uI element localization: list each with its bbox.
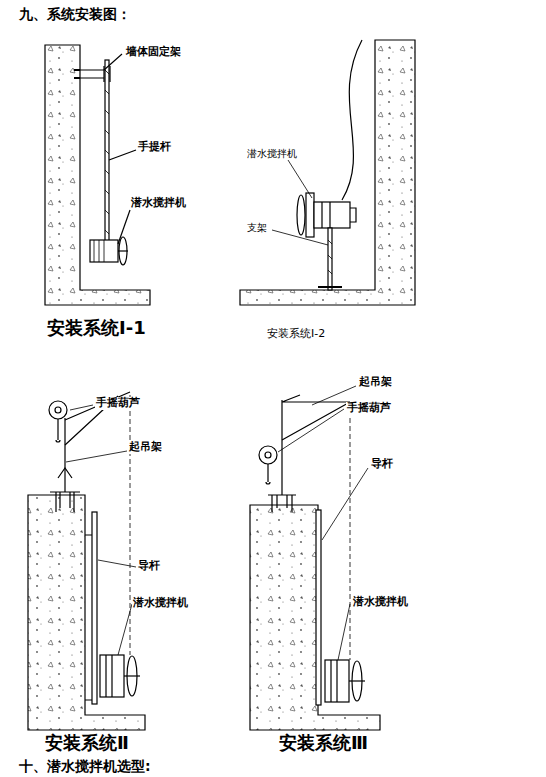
figure-caption: 安装系统Ⅰ-2 <box>266 328 326 341</box>
figure-caption: 安装系统Ⅲ <box>278 733 369 754</box>
part-label: 手摇葫芦 <box>95 397 141 410</box>
section-heading: 九、系统安装图： <box>18 6 132 22</box>
part-label: 导杆 <box>137 560 161 573</box>
part-label: 墙体固定架 <box>125 46 182 59</box>
part-label: 手提杆 <box>137 141 172 154</box>
figure-caption: 安装系统Ⅱ <box>44 733 130 754</box>
part-label: 潜水搅拌机 <box>130 197 187 210</box>
part-label: 潜水搅拌机 <box>246 148 298 160</box>
part-label: 起吊架 <box>128 441 163 454</box>
part-label: 潜水搅拌机 <box>132 597 189 610</box>
part-label: 手摇葫芦 <box>346 402 392 415</box>
part-label: 导杆 <box>370 458 394 471</box>
section-heading: 十、潜水搅拌机选型: <box>18 758 152 774</box>
figure-caption: 安装系统Ⅰ-1 <box>46 318 147 339</box>
part-label: 起吊架 <box>358 376 393 389</box>
part-label: 支架 <box>246 222 268 234</box>
part-label: 潜水搅拌机 <box>352 596 409 609</box>
